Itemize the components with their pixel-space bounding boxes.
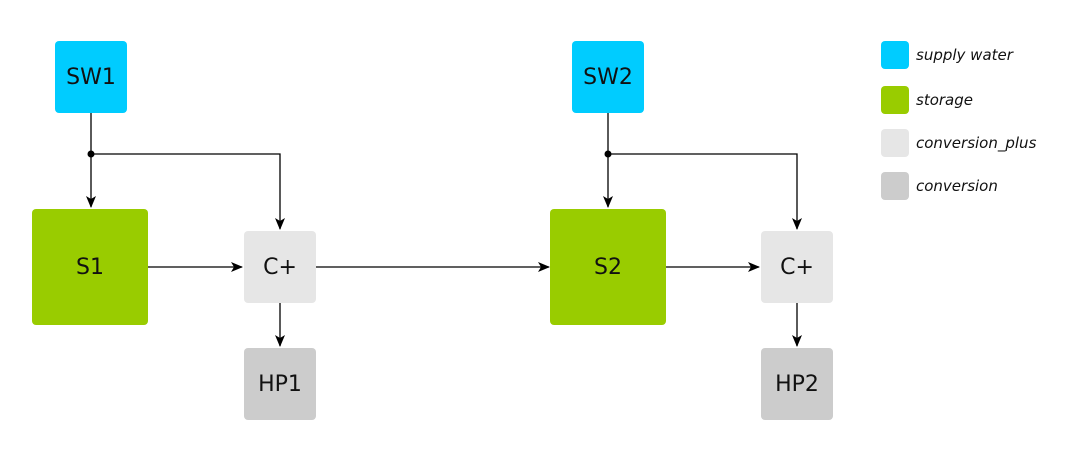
legend-label-storage: storage [916, 91, 973, 109]
node-s2[interactable]: S2 [550, 209, 666, 325]
legend-label-supply-water: supply water [916, 46, 1013, 64]
legend-item-storage: storage [881, 86, 973, 114]
legend-item-supply-water: supply water [881, 41, 1013, 69]
node-cp2[interactable]: C+ [761, 231, 833, 303]
node-sw1-label: SW1 [66, 64, 116, 90]
legend-item-conversion-plus: conversion_plus [881, 129, 1036, 157]
node-s1[interactable]: S1 [32, 209, 148, 325]
legend-item-conversion: conversion [881, 172, 998, 200]
legend-swatch-conversion-plus [881, 129, 909, 157]
legend-swatch-storage [881, 86, 909, 114]
junction-dot-1 [87, 150, 95, 158]
node-sw2-label: SW2 [583, 64, 633, 90]
junction-dot-2 [604, 150, 612, 158]
node-hp1[interactable]: HP1 [244, 348, 316, 420]
node-hp2-label: HP2 [775, 371, 819, 397]
node-cp2-label: C+ [780, 254, 814, 280]
legend-swatch-supply-water [881, 41, 909, 69]
legend-label-conversion-plus: conversion_plus [916, 134, 1037, 152]
edge-sw2-cp2 [608, 153, 802, 230]
node-sw2[interactable]: SW2 [572, 41, 644, 113]
edge-sw1-cp1 [91, 153, 285, 230]
legend-label-conversion: conversion [916, 177, 998, 195]
node-hp2[interactable]: HP2 [761, 348, 833, 420]
node-cp1-label: C+ [263, 254, 297, 280]
legend-swatch-conversion [881, 172, 909, 200]
node-s1-label: S1 [76, 254, 104, 280]
node-sw1[interactable]: SW1 [55, 41, 127, 113]
node-cp1[interactable]: C+ [244, 231, 316, 303]
node-hp1-label: HP1 [258, 371, 302, 397]
node-s2-label: S2 [594, 254, 622, 280]
